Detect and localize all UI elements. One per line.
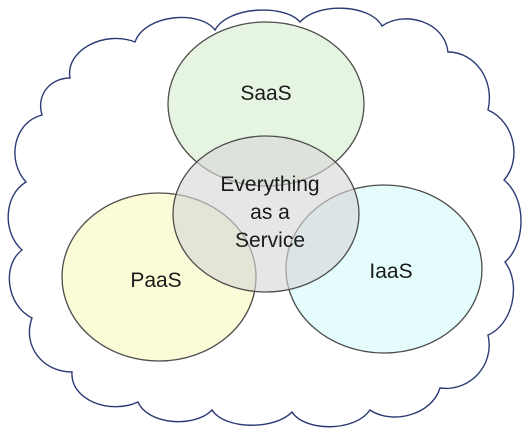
everything-as-a-service-circle: [172, 135, 360, 293]
center-label-line-3: Service: [235, 229, 305, 252]
paas-label: PaaS: [130, 269, 181, 292]
center-label-line-1: Everything: [220, 173, 319, 196]
iaas-label: IaaS: [369, 260, 412, 283]
saas-label: SaaS: [240, 82, 291, 105]
center-label-line-2: as a: [250, 201, 290, 224]
